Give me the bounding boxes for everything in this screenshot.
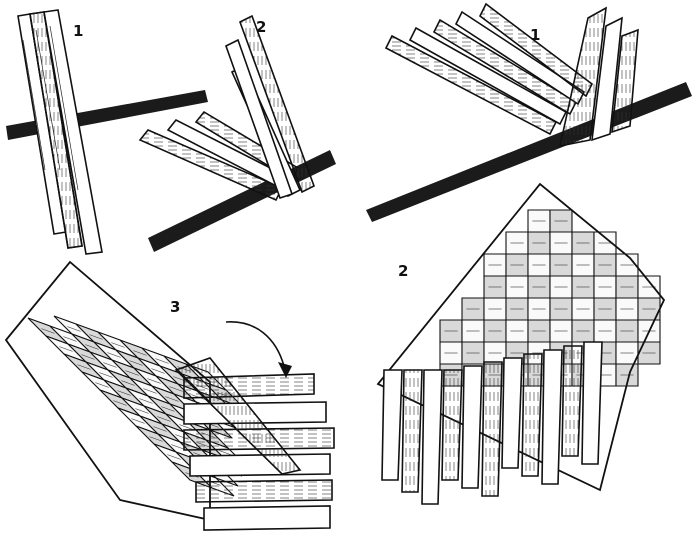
weave-grain	[133, 350, 147, 356]
weave-grain	[129, 360, 143, 366]
vertical-strips	[225, 14, 315, 200]
direction-arrow	[225, 321, 285, 367]
weave-grain	[111, 342, 125, 348]
weave-grain	[85, 344, 99, 350]
weave-grain	[131, 418, 145, 424]
hanging-vertical-strips	[381, 341, 603, 505]
weave-grain	[155, 358, 169, 364]
weave-grain	[77, 364, 91, 370]
weave-grain	[171, 444, 185, 450]
weave-grain	[99, 372, 113, 378]
weave-grain	[41, 328, 55, 334]
figure-step-1-top-left: 1	[6, 9, 208, 255]
weave-grain	[125, 370, 139, 376]
weave-grain	[169, 386, 183, 392]
weave-grain	[107, 352, 121, 358]
panel-outline	[4, 260, 211, 522]
weave-grain	[157, 416, 171, 422]
figure-step-2-top-left: 2	[138, 14, 336, 252]
weave-grain	[135, 408, 149, 414]
hanging-strip	[461, 365, 483, 489]
figure-step-3-bottom-left: 3	[4, 260, 335, 531]
step-label-1b: 1	[530, 26, 540, 44]
horizontal-strips	[384, 2, 594, 136]
weave-grain	[59, 346, 73, 352]
weave-grain	[153, 426, 167, 432]
step-label-3: 3	[170, 298, 180, 316]
weave-grain	[103, 362, 117, 368]
vertical-strips	[558, 6, 639, 148]
figure-step-2-bottom-right: 2	[376, 182, 666, 505]
weave-grain	[117, 390, 131, 396]
hanging-strip	[381, 369, 403, 481]
step-label-2: 2	[256, 18, 266, 36]
hanging-strip	[421, 369, 443, 505]
weave-grain	[139, 398, 153, 404]
hanging-strip	[561, 345, 583, 457]
step-label-1: 1	[73, 22, 83, 40]
hanging-strip	[501, 357, 523, 469]
hanging-strip	[581, 341, 603, 465]
weave-grain	[147, 378, 161, 384]
hanging-strip	[401, 369, 423, 493]
weave-grain	[149, 436, 163, 442]
vertical-strips	[17, 9, 103, 255]
hanging-strip	[541, 349, 563, 485]
weave-grain	[113, 400, 127, 406]
figure-step-1-top-right: 1	[366, 2, 692, 222]
weave-grain	[167, 454, 181, 460]
weave-grain	[143, 388, 157, 394]
weave-grain	[219, 450, 233, 456]
weave-grain	[81, 354, 95, 360]
step-label-2b: 2	[398, 262, 408, 280]
hanging-strip	[521, 353, 543, 477]
hanging-strip	[441, 369, 463, 481]
weave-grain	[63, 336, 77, 342]
loose-horizontal-strips	[174, 357, 335, 531]
weave-grain	[161, 406, 175, 412]
weave-grain	[179, 424, 193, 430]
weave-grain	[95, 382, 109, 388]
arrow-head-icon	[278, 362, 292, 378]
panel-outline	[376, 182, 666, 492]
weave-grain	[89, 334, 103, 340]
weave-grain	[121, 380, 135, 386]
weave-grain	[151, 368, 165, 374]
hanging-strip	[481, 361, 503, 497]
weave-grain	[165, 396, 179, 402]
weave-grain	[67, 326, 81, 332]
